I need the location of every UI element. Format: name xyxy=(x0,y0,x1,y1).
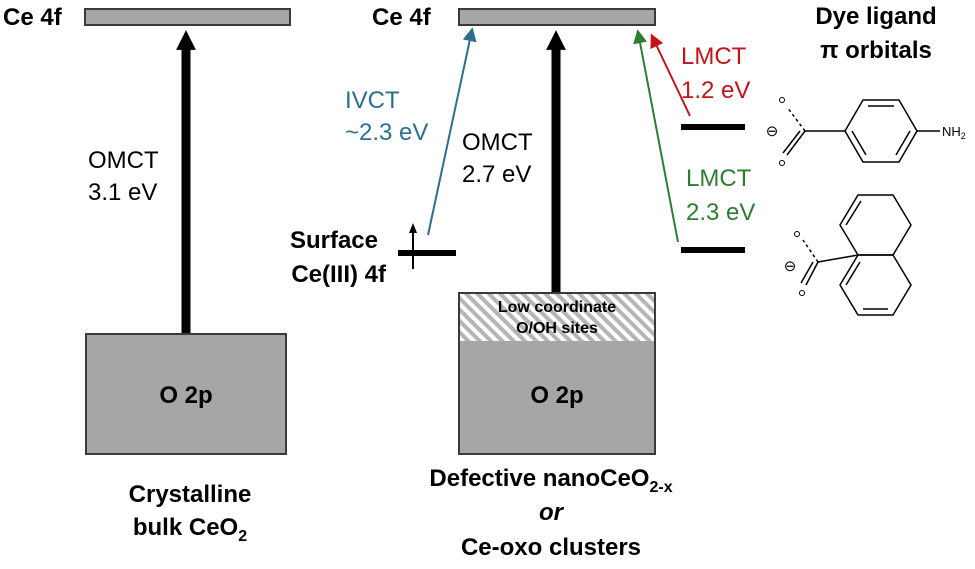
low-coordinate-hatch xyxy=(459,293,655,341)
right-omct-label: OMCT xyxy=(462,129,533,156)
right-caption-line1: Defective nanoCeO2-x xyxy=(429,465,672,496)
right-caption-line3: Ce-oxo clusters xyxy=(461,534,641,561)
right-caption-line2: or xyxy=(539,499,565,526)
lmct-bottom-value: 2.3 eV xyxy=(686,199,755,226)
lmct-top-label: LMCT xyxy=(681,43,747,70)
left-omct-value: 3.1 eV xyxy=(88,179,157,206)
right-ce4f-level xyxy=(458,8,656,26)
ivct-label: IVCT xyxy=(345,87,400,114)
electron-spin-head xyxy=(409,223,417,233)
lmct-top-arrow xyxy=(650,33,691,117)
lowcoord-line1: Low coordinate xyxy=(498,299,616,316)
amine-label: NH2 xyxy=(942,124,966,141)
left-o2p-label: O 2p xyxy=(159,382,212,409)
aminobenzoate-charge: ⊖ xyxy=(766,123,779,140)
right-ce4f-label: Ce 4f xyxy=(372,4,432,31)
surface-line2: Ce(III) 4f xyxy=(291,261,387,288)
lmct-bottom-label: LMCT xyxy=(686,165,752,192)
surface-line1: Surface xyxy=(290,227,378,254)
ivct-value: ~2.3 eV xyxy=(345,119,428,146)
left-ce4f-label: Ce 4f xyxy=(3,4,63,31)
right-o2p-frame xyxy=(458,292,656,455)
lmct-bottom-arrow xyxy=(633,29,679,243)
left-ce4f-level xyxy=(84,8,291,26)
left-omct-label: OMCT xyxy=(88,147,159,174)
aminobenzoate-structure xyxy=(782,99,940,163)
naphthoate-structure xyxy=(800,194,912,316)
oxygen-dot xyxy=(794,231,800,237)
middle-panel: Ce 4f OMCT 2.7 eV IVCT ~2.3 eV Surface C… xyxy=(290,4,673,561)
left-panel: Ce 4f OMCT 3.1 eV O 2p Crystalline bulk … xyxy=(3,4,291,545)
oxygen-dot xyxy=(779,97,785,103)
dye-title-line1: Dye ligand xyxy=(815,3,936,30)
naphthoate-charge: ⊖ xyxy=(784,258,797,275)
lmct-top-value: 1.2 eV xyxy=(681,77,750,104)
right-o2p-box xyxy=(459,341,655,454)
left-caption-line2: bulk CeO2 xyxy=(133,514,247,545)
left-o2p-box xyxy=(85,333,287,455)
oxygen-dot xyxy=(799,290,805,296)
right-o2p-label: O 2p xyxy=(530,382,583,409)
dye-title-line2: π orbitals xyxy=(820,37,932,64)
oxygen-dot xyxy=(779,160,785,166)
left-caption-line1: Crystalline xyxy=(129,481,252,508)
right-omct-value: 2.7 eV xyxy=(462,161,531,188)
ivct-arrow xyxy=(427,27,477,236)
lowcoord-line2: O/OH sites xyxy=(516,320,598,337)
dye-panel: Dye ligand π orbitals LMCT 1.2 eV LMCT 2… xyxy=(633,3,966,316)
